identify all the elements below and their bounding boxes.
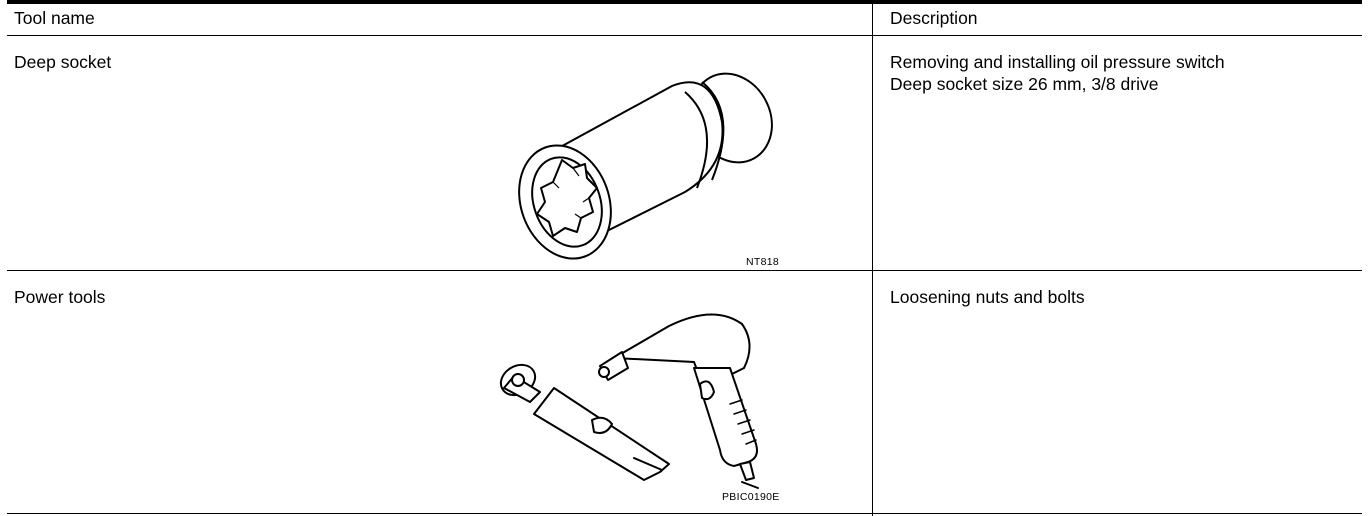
description-line: Deep socket size 26 mm, 3/8 drive (890, 74, 1159, 94)
description-line: Removing and installing oil pressure swi… (890, 52, 1225, 72)
figure-code-nt818: NT818 (746, 256, 780, 268)
description-deep-socket: Removing and installing oil pressure swi… (890, 51, 1225, 95)
header-description: Description (890, 8, 978, 28)
deep-socket-icon (518, 72, 773, 260)
figure-code-pbic0190e: PBIC0190E (722, 491, 780, 503)
tool-name-power-tools: Power tools (14, 287, 106, 307)
header-tool-name: Tool name (14, 8, 95, 28)
table-top-rule (7, 0, 1362, 4)
description-power-tools: Loosening nuts and bolts (890, 286, 1085, 308)
header-divider (7, 35, 1362, 36)
table-bottom-rule (7, 513, 1362, 514)
row-divider (7, 270, 1362, 271)
power-tools-icon (499, 313, 759, 489)
column-divider (872, 0, 873, 516)
tool-name-deep-socket: Deep socket (14, 52, 112, 72)
description-line: Loosening nuts and bolts (890, 287, 1085, 307)
tool-table: Tool name Description Deep socket Removi… (7, 0, 1362, 516)
